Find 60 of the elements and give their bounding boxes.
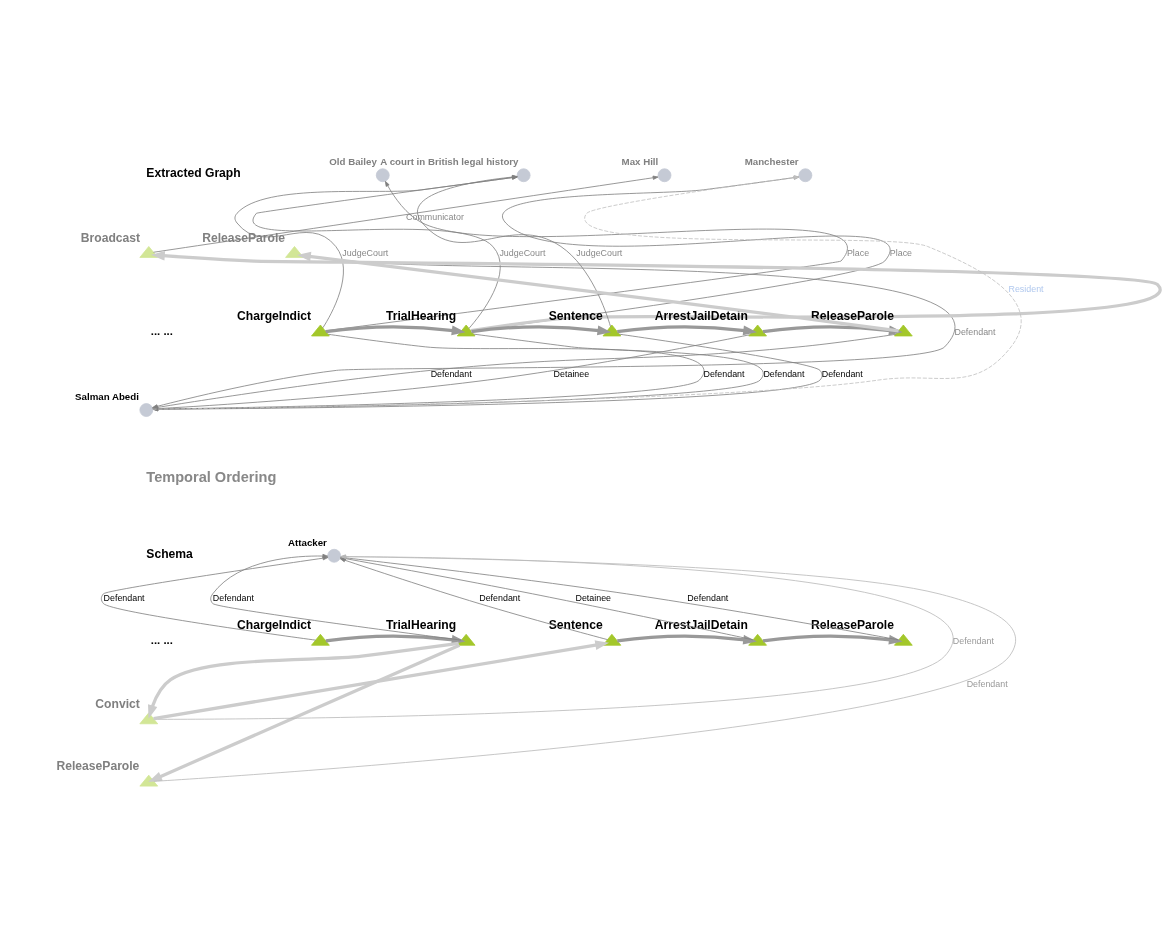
node-label: ReleaseParole (811, 308, 894, 323)
edge-label: JudgeCourt (499, 247, 546, 258)
node-label: Manchester (744, 155, 799, 167)
arrow (471, 324, 612, 335)
arrow (148, 641, 459, 719)
node-label: ArrestJailDetain (654, 308, 748, 323)
arrow (148, 643, 461, 782)
node-label: Old Bailey (329, 155, 377, 167)
node-label: Salman Abedi (75, 390, 139, 402)
node-label: Sentence (548, 308, 603, 323)
node-circle (657, 167, 672, 182)
edge-label: JudgeCourt (342, 247, 389, 258)
node-circle (798, 167, 813, 182)
node-label: A court in British legal history (380, 155, 519, 167)
arrow (617, 324, 757, 335)
arrow (617, 634, 757, 644)
node-label: TrialHearing (385, 617, 457, 632)
node-label: Max Hill (621, 155, 659, 167)
edge-label: Defendant (952, 635, 994, 646)
node-label: Sentence (548, 617, 603, 632)
edge-label: Defendant (687, 592, 729, 603)
node-label: Broadcast (80, 230, 141, 245)
node-label: ReleaseParole (811, 617, 894, 632)
edge-label: Defendant (479, 592, 521, 603)
node-label: Convict (95, 696, 140, 711)
node-circle (375, 167, 390, 182)
label: Schema (146, 546, 193, 561)
node-label: ChargeIndict (237, 617, 312, 632)
label: Temporal Ordering (146, 468, 277, 485)
edge-label: Detainee (553, 368, 590, 379)
edge-label: Defendant (430, 368, 472, 379)
node-label: Attacker (288, 536, 327, 548)
node-label: ReleaseParole (56, 758, 140, 773)
edge-label: Place (846, 247, 870, 258)
edge-label: Resident (1008, 283, 1044, 294)
edge-label: Defendant (821, 368, 863, 379)
node-label: ArrestJailDetain (654, 617, 748, 632)
edge-label: Defendant (103, 592, 145, 603)
edge-label: Detainee (575, 592, 612, 603)
arrow (153, 639, 610, 720)
edge-label: Defendant (966, 678, 1008, 689)
label: ... ... (150, 324, 173, 336)
node-circle (327, 548, 342, 563)
node-label: ChargeIndict (237, 308, 312, 323)
label: Extracted Graph (146, 165, 241, 180)
edge-label: Defendant (212, 592, 254, 603)
edge-label: JudgeCourt (576, 247, 623, 258)
arrow (325, 324, 466, 335)
edge-label: Defendant (954, 326, 996, 337)
edge-label: Place (889, 247, 913, 258)
label: ... ... (150, 633, 173, 646)
arrow (297, 251, 899, 332)
arrow (151, 250, 1160, 332)
node-label: TrialHearing (385, 308, 457, 323)
edge-label: Defendant (763, 368, 805, 379)
edge-label: Defendant (703, 368, 745, 379)
arrow (762, 634, 903, 644)
node-circle (516, 167, 531, 182)
arrow (324, 180, 848, 331)
node-circle (139, 402, 154, 417)
